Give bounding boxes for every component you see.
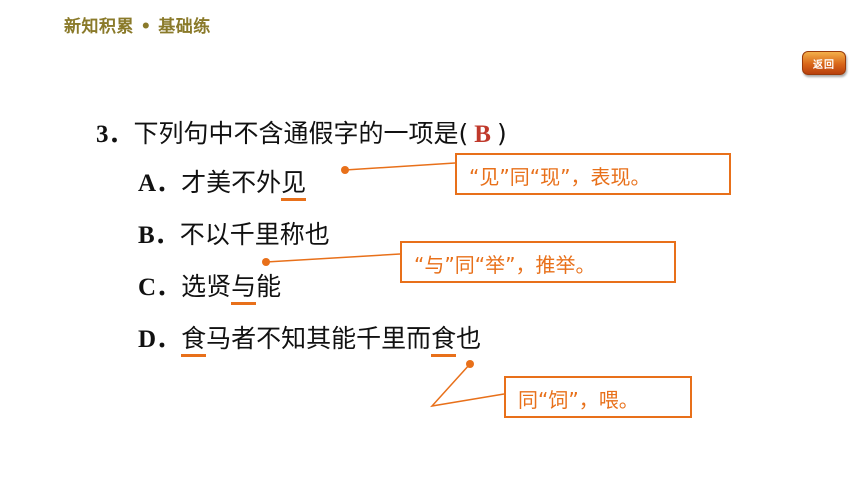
question-number: 3． [96, 121, 134, 148]
question-text: 下列句中不含通假字的一项是( [133, 119, 469, 148]
connector-dot-c [262, 258, 270, 266]
connector-line-d [429, 363, 505, 408]
option-letter: B． [138, 222, 180, 249]
note-box-d: 同“饲”，喂。 [504, 376, 692, 418]
option-letter: D． [138, 326, 182, 353]
note-box-a: “见”同“现”，表现。 [455, 153, 731, 195]
option-text: 马者不知其能千里而 [206, 324, 432, 353]
option-text-tail: 能 [256, 272, 282, 301]
option-text: 不以千里称也 [179, 220, 330, 249]
answer-letter: B [474, 121, 491, 148]
option-d: D．食马者不知其能千里而食也 [138, 319, 481, 357]
marked-char: 食 [181, 324, 207, 357]
connector-dot-a [341, 166, 349, 174]
option-a: A．才美不外见 [138, 163, 307, 201]
question: 3．下列句中不含通假字的一项是(B) [96, 114, 507, 150]
option-text: 才美不外 [181, 168, 282, 197]
connector-line-a [344, 162, 456, 171]
option-letter: C． [138, 274, 182, 301]
marked-char: 食 [431, 324, 457, 357]
question-close: ) [496, 119, 507, 148]
option-c: C．选贤与能 [138, 267, 281, 305]
connector-dot-d [466, 360, 474, 368]
option-text: 选贤 [181, 272, 232, 301]
marked-char: 见 [281, 168, 307, 201]
marked-char: 与 [231, 272, 257, 305]
option-letter: A． [138, 170, 182, 197]
section-header: 新知积累 • 基础练 [64, 17, 211, 37]
note-box-c: “与”同“举”，推举。 [400, 241, 676, 283]
option-text-tail: 也 [456, 324, 482, 353]
option-b: B．不以千里称也 [138, 215, 330, 251]
back-button[interactable]: 返回 [802, 51, 846, 75]
connector-line-c [265, 253, 401, 263]
